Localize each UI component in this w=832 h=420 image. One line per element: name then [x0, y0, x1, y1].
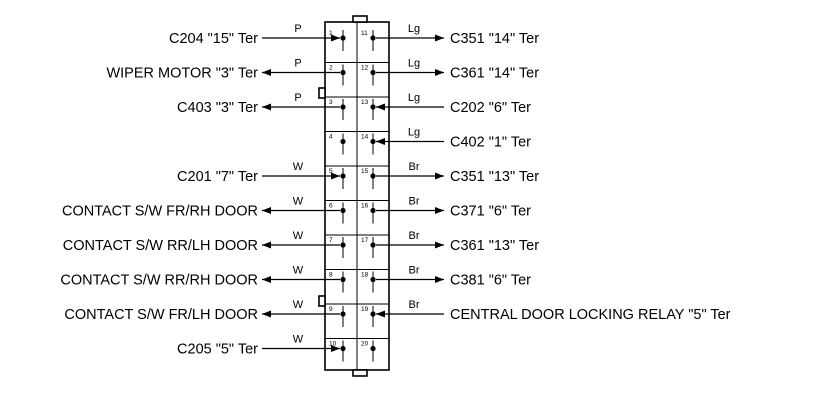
wire-color-label: Br — [409, 265, 420, 277]
terminal-label: C201 "7" Ter — [177, 169, 258, 185]
wire-arrow — [435, 34, 444, 42]
pin-number: 14 — [361, 134, 369, 141]
terminal-label: C402 "1" Ter — [450, 135, 531, 151]
pin-number: 8 — [329, 272, 333, 279]
terminal-label: C351 "13" Ter — [450, 169, 539, 185]
wire-color-label: Br — [409, 230, 420, 242]
terminal-label: C403 "3" Ter — [177, 100, 258, 116]
wire-arrow — [262, 310, 271, 318]
connector-top-tab — [352, 15, 368, 23]
wire-color-label: Lg — [408, 58, 420, 70]
wire-arrow — [262, 103, 271, 111]
pin-number: 12 — [361, 65, 369, 72]
terminal-label: C204 "15" Ter — [169, 31, 258, 47]
terminal-label: CENTRAL DOOR LOCKING RELAY "5" Ter — [450, 307, 731, 323]
wire-arrow — [262, 241, 271, 249]
pin-number: 9 — [329, 306, 333, 313]
terminal-label: C205 "5" Ter — [177, 342, 258, 358]
pin-number: 17 — [361, 237, 369, 244]
terminal-label: C202 "6" Ter — [450, 100, 531, 116]
wire-color-label: Lg — [408, 92, 420, 104]
wire-color-label: W — [293, 196, 304, 208]
wire-arrow — [262, 207, 271, 214]
wire-color-label: W — [293, 230, 304, 242]
wire-arrow — [331, 34, 340, 42]
terminal-label: C361 "14" Ter — [450, 66, 539, 82]
pin-number: 11 — [361, 30, 368, 37]
pin-number: 15 — [361, 168, 369, 175]
wire-arrow — [435, 172, 444, 180]
terminal-label: WIPER MOTOR "3" Ter — [106, 66, 258, 82]
wire-color-label: Lg — [408, 23, 420, 35]
pin-number: 18 — [361, 272, 369, 279]
pin-number: 10 — [329, 341, 337, 348]
wire-color-label: Br — [409, 161, 420, 173]
wire-color-label: Br — [409, 196, 420, 208]
wire-arrow — [435, 207, 444, 214]
pin-number: 16 — [361, 203, 369, 210]
terminal-label: CONTACT S/W FR/LH DOOR — [64, 307, 258, 323]
terminal-label: C351 "14" Ter — [450, 31, 539, 47]
wire-arrow — [376, 310, 385, 318]
wire-arrow — [262, 69, 271, 76]
pin-number: 3 — [329, 99, 333, 106]
terminal-label: C381 "6" Ter — [450, 273, 531, 289]
pin-number: 19 — [361, 306, 369, 313]
terminal-label: CONTACT S/W RR/RH DOOR — [60, 273, 258, 289]
pin-number: 4 — [329, 134, 333, 141]
pin-number: 7 — [329, 237, 333, 244]
wire-arrow — [331, 345, 340, 352]
wire-color-label: P — [294, 92, 301, 104]
wire-color-label: P — [294, 23, 301, 35]
connector-side-latch — [318, 295, 326, 307]
pin-number: 13 — [361, 99, 369, 106]
wire-color-label: W — [293, 334, 304, 346]
pin-number: 20 — [361, 341, 369, 348]
wire-color-label: Lg — [408, 127, 420, 139]
wire-color-label: W — [293, 265, 304, 277]
wire-arrow — [435, 241, 444, 249]
connector-side-latch — [318, 87, 326, 99]
wire-color-label: W — [293, 299, 304, 311]
wire-arrow — [262, 276, 271, 283]
wire-arrow — [376, 103, 385, 111]
terminal-label: CONTACT S/W FR/RH DOOR — [62, 204, 258, 220]
wire-color-label: P — [294, 58, 301, 70]
wire-arrow — [331, 172, 340, 180]
terminal-label: C361 "13" Ter — [450, 238, 539, 254]
pin-number: 1 — [329, 30, 333, 37]
terminal-label: C371 "6" Ter — [450, 204, 531, 220]
connector-bottom-tab — [352, 369, 368, 377]
pin-number: 2 — [329, 65, 333, 72]
wire-color-label: Br — [409, 299, 420, 311]
wire-arrow — [435, 69, 444, 76]
wire-color-label: W — [293, 161, 304, 173]
wire-arrow — [376, 138, 385, 145]
wire-arrow — [435, 276, 444, 283]
terminal-label: CONTACT S/W RR/LH DOOR — [63, 238, 258, 254]
pin-number: 5 — [329, 168, 333, 175]
pin-number: 6 — [329, 203, 333, 210]
